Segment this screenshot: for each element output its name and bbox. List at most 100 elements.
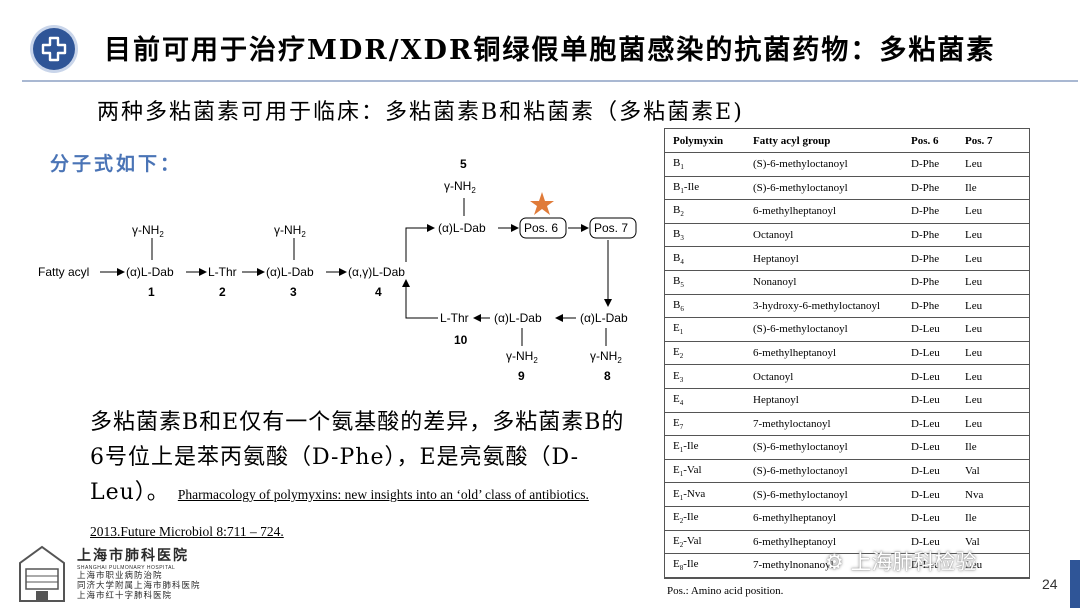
cell-polymyxin: E1-Nva	[665, 482, 745, 507]
nh2-label-1: γ-NH2	[132, 223, 164, 239]
polymyxin-subscript: 1	[680, 163, 684, 172]
polymyxin-subscript: 7	[679, 422, 684, 431]
polymyxin-letter: B	[673, 251, 681, 264]
polymyxin-letter: E	[673, 416, 680, 429]
polymyxin-subscript: 3	[679, 375, 684, 384]
polymyxin-subscript: 1	[679, 493, 684, 502]
polymyxin-letter: E	[673, 345, 680, 358]
cell-polymyxin: E7	[665, 412, 745, 437]
cell-pos7: Leu	[957, 223, 1029, 248]
cell-pos6: D-Phe	[903, 176, 957, 201]
hospital-logo-icon	[19, 545, 65, 602]
cell-pos6: D-Leu	[903, 506, 957, 531]
watermark-text: 上海肺科检验	[850, 550, 977, 574]
residue-number-1: 1	[148, 285, 155, 299]
cell-fatty-acyl: Octanoyl	[745, 364, 903, 389]
cell-polymyxin: E8-Ile	[665, 553, 745, 578]
polymyxin-letter: E	[673, 534, 680, 547]
polymyxin-subscript: 2	[679, 540, 684, 549]
cell-pos7: Leu	[957, 364, 1029, 389]
node-dab-4: (α,γ)L-Dab	[348, 265, 405, 279]
cell-pos7: Val	[957, 459, 1029, 484]
polymyxin-subscript: 1	[679, 328, 684, 337]
cell-pos7: Ile	[957, 176, 1029, 201]
node-fatty-acyl: Fatty acyl	[38, 265, 89, 279]
cell-pos6: D-Leu	[903, 435, 957, 460]
cell-fatty-acyl: (S)-6-methyloctanoyl	[745, 435, 903, 460]
cell-polymyxin: E3	[665, 364, 745, 389]
polymyxin-subscript: 1	[679, 470, 684, 479]
cell-fatty-acyl: 6-methylheptanoyl	[745, 341, 903, 366]
polymyxin-suffix: -Ile	[683, 440, 699, 453]
description-block: 多粘菌素B和E仅有一个氨基酸的差异，多粘菌素B的6号位上是苯丙氨酸（D-Phe）…	[90, 405, 635, 549]
cell-pos6: D-Leu	[903, 412, 957, 437]
nh2-label-3: γ-NH2	[274, 223, 306, 239]
cell-fatty-acyl: (S)-6-methyloctanoyl	[745, 459, 903, 484]
logo-name-en: SHANGHAI PULMONARY HOSPITAL	[77, 565, 176, 571]
polymyxin-subscript: 2	[680, 210, 684, 219]
nh2-label-9: γ-NH2	[506, 349, 538, 365]
table-footnote: Pos.: Amino acid position.	[667, 585, 784, 597]
cell-polymyxin: E2-Ile	[665, 506, 745, 531]
node-dab-9: (α)L-Dab	[494, 311, 542, 325]
node-pos7: Pos. 7	[594, 221, 628, 235]
nh2-label-5: γ-NH2	[444, 179, 476, 195]
header-divider	[22, 80, 1078, 82]
polymyxin-subscript: 2	[679, 517, 684, 526]
cell-pos6: D-Leu	[903, 388, 957, 413]
cell-fatty-acyl: 7-methyloctanoyl	[745, 412, 903, 437]
polymyxin-suffix: -Val	[683, 463, 702, 476]
cell-polymyxin: B3	[665, 223, 745, 248]
polymyxin-subscript: 6	[680, 304, 684, 313]
polymyxin-letter: E	[673, 393, 680, 406]
cell-polymyxin: E2-Val	[665, 530, 745, 555]
cell-polymyxin: E1-Val	[665, 459, 745, 484]
watermark: ⚙ 上海肺科检验	[825, 546, 1045, 578]
cell-pos6: D-Phe	[903, 246, 957, 271]
cell-fatty-acyl: 6-methylheptanoyl	[745, 199, 903, 224]
cell-pos7: Nva	[957, 482, 1029, 507]
page-title: 目前可用于治疗MDR/XDR铜绿假单胞菌感染的抗菌药物：多粘菌素	[104, 35, 996, 66]
node-dab-3: (α)L-Dab	[266, 265, 314, 279]
cell-pos7: Leu	[957, 270, 1029, 295]
column-header: Pos. 6	[903, 129, 957, 153]
cell-pos7: Leu	[957, 294, 1029, 319]
cell-pos7: Leu	[957, 246, 1029, 271]
cell-polymyxin: E1-Ile	[665, 435, 745, 460]
cell-pos6: D-Phe	[903, 270, 957, 295]
cell-polymyxin: E4	[665, 388, 745, 413]
node-thr-10: L-Thr	[440, 311, 469, 325]
polymyxin-suffix: -Nva	[683, 487, 706, 500]
cell-pos6: D-Phe	[903, 199, 957, 224]
node-thr-2: L-Thr	[208, 265, 237, 279]
cell-pos6: D-Leu	[903, 530, 957, 555]
logo-line-1: 上海市职业病防治院	[77, 571, 163, 581]
cell-fatty-acyl: (S)-6-methyloctanoyl	[745, 317, 903, 342]
hospital-logo-text: 上海市肺科医院 SHANGHAI PULMONARY HOSPITAL 上海市职…	[77, 545, 207, 601]
cell-fatty-acyl: Heptanoyl	[745, 246, 903, 271]
citation-link[interactable]: Pharmacology of polymyxins: new insights…	[90, 487, 589, 539]
cell-pos6: D-Leu	[903, 482, 957, 507]
cell-pos6: D-Leu	[903, 364, 957, 389]
pos7-box	[589, 217, 637, 239]
cell-pos7: Leu	[957, 317, 1029, 342]
polymyxin-letter: E	[673, 440, 680, 453]
table-header-row: Polymyxin Fatty acyl group Pos. 6 Pos. 7	[665, 129, 1029, 153]
cell-pos6: D-Leu	[903, 553, 957, 578]
cell-pos6: D-Phe	[903, 152, 957, 177]
cell-pos7: Val	[957, 530, 1029, 555]
polymyxin-letter: B	[673, 227, 681, 240]
star-icon	[530, 192, 554, 215]
logo-line-2: 同济大学附属上海市肺科医院	[77, 581, 201, 591]
residue-number-2: 2	[219, 285, 226, 299]
